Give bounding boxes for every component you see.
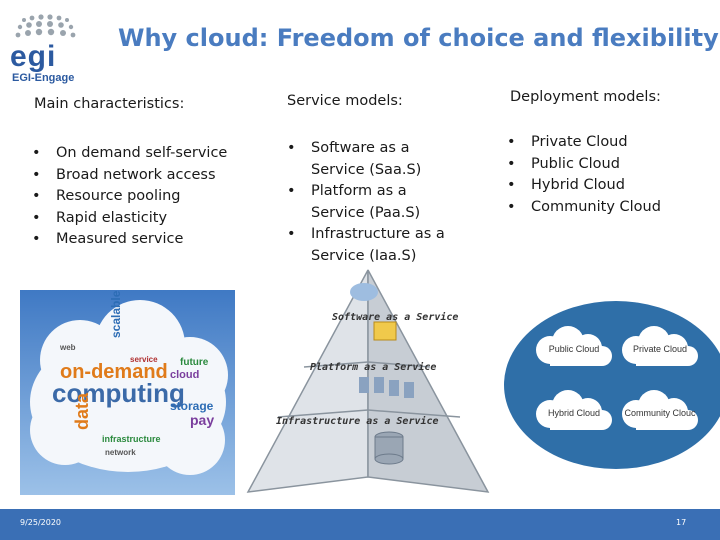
list-item: Hybrid Cloud — [507, 175, 661, 197]
list-item: Broad network access — [32, 165, 227, 187]
svg-text:Private Cloud: Private Cloud — [633, 344, 687, 354]
slide-title: Why cloud: Freedom of choice and flexibi… — [118, 24, 719, 52]
svg-text:Public Cloud: Public Cloud — [549, 344, 600, 354]
svg-text:storage: storage — [170, 399, 214, 413]
svg-text:cloud: cloud — [170, 369, 199, 381]
list-item: Resource pooling — [32, 186, 227, 208]
list-item: Infrastructure as a Service (Iaa.S) — [287, 224, 457, 267]
svg-text:Infrastructure as a Service: Infrastructure as a Service — [276, 415, 439, 427]
svg-text:scalable: scalable — [109, 290, 123, 338]
footer-bar — [0, 509, 720, 540]
svg-text:network: network — [105, 448, 136, 457]
svg-text:Software as a Service: Software as a Service — [332, 311, 458, 323]
list-item: Rapid elasticity — [32, 208, 227, 230]
deployment-list: Private Cloud Public Cloud Hybrid Cloud … — [507, 132, 661, 218]
svg-text:Hybrid Cloud: Hybrid Cloud — [548, 408, 600, 418]
svg-text:computing: computing — [52, 378, 185, 408]
svg-text:future: future — [180, 357, 209, 368]
characteristics-list: On demand self-service Broad network acc… — [32, 143, 227, 251]
svg-text:on-demand: on-demand — [60, 361, 168, 383]
svg-text:infrastructure: infrastructure — [102, 434, 161, 444]
svg-text:pay: pay — [190, 412, 214, 428]
list-item: Community Cloud — [507, 197, 661, 219]
list-item: On demand self-service — [32, 143, 227, 165]
deployment-heading: Deployment models: — [510, 89, 661, 105]
svg-text:Community Clouc: Community Clouc — [624, 408, 696, 418]
svg-text:web: web — [59, 343, 76, 352]
logo-wordmark: egi — [10, 40, 57, 73]
service-model-pyramid: Software as a Service Platform as a Serv… — [246, 269, 490, 493]
list-item: Measured service — [32, 229, 227, 251]
cloud-computing-word-cloud-image: scalable on-demand computing cloud stora… — [20, 290, 235, 495]
page-number: 17 — [676, 518, 687, 527]
logo-subtitle: EGI-Engage — [12, 72, 75, 84]
list-item: Platform as a Service (Paa.S) — [287, 181, 457, 224]
characteristics-heading: Main characteristics: — [34, 96, 185, 112]
egi-logo — [15, 14, 76, 38]
svg-text:Platform as a Service: Platform as a Service — [310, 361, 436, 373]
list-item: Public Cloud — [507, 154, 661, 176]
service-heading: Service models: — [287, 93, 403, 109]
svg-text:service: service — [130, 355, 158, 364]
footer-date: 9/25/2020 — [20, 518, 62, 527]
list-item: Private Cloud — [507, 132, 661, 154]
list-item: Software as a Service (Saa.S) — [287, 138, 457, 181]
deployment-model-diagram: Public Cloud Private Cloud Hybrid Cloud … — [504, 301, 720, 469]
svg-text:data: data — [72, 392, 92, 430]
service-list: Software as a Service (Saa.S) Platform a… — [287, 138, 457, 267]
